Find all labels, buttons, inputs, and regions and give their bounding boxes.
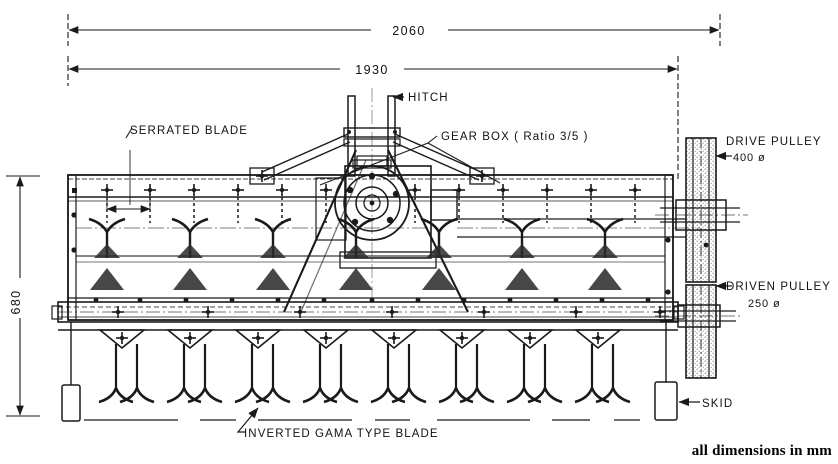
callout-serrated-blade: SERRATED BLADE	[130, 125, 248, 137]
callout-hitch: HITCH	[408, 92, 449, 104]
units-footnote: all dimensions in mm	[691, 443, 832, 459]
lower-beam	[51, 297, 685, 331]
dimension-label-680: 680	[9, 289, 23, 314]
dimension-label-1930: 1930	[355, 63, 388, 77]
callout-inverted-gama-blade: INVERTED GAMA TYPE BLADE	[244, 428, 439, 440]
drive-pulley	[655, 137, 748, 283]
main-frame	[67, 174, 700, 321]
gama-tines-upper	[97, 342, 611, 404]
hitch-assembly	[249, 95, 495, 315]
callout-skid: SKID	[702, 398, 733, 410]
serrated-blade-row	[87, 183, 642, 290]
dimension-overall-width: 2060	[67, 14, 721, 46]
skid-left	[61, 322, 81, 422]
tine-mount-triangles	[90, 268, 622, 290]
dimension-label-2060: 2060	[392, 24, 425, 38]
callout-driven-pulley-diameter: 250 ø	[748, 298, 781, 310]
serrated-blade-pitch-dim	[106, 197, 151, 213]
dimension-overall-height: 680	[6, 175, 40, 417]
skid-right	[654, 322, 678, 421]
callout-drive-pulley: DRIVE PULLEY	[726, 136, 822, 148]
callout-gear-box: GEAR BOX ( Ratio 3/5 )	[441, 131, 589, 143]
dimension-frame-width: 1930	[67, 56, 679, 182]
gama-blade-mounts	[97, 329, 623, 350]
serrated-blade-bolts	[100, 183, 642, 197]
callout-drive-pulley-diameter: 400 ø	[733, 152, 766, 164]
driven-pulley	[655, 284, 742, 379]
leader-lines	[125, 92, 732, 433]
gama-blade-bolts	[115, 331, 605, 345]
callout-driven-pulley: DRIVEN PULLEY	[726, 281, 831, 293]
inverted-gama-blade-row	[84, 329, 640, 421]
lower-beam-bolts	[93, 297, 651, 303]
gama-tines-lower	[118, 342, 632, 404]
